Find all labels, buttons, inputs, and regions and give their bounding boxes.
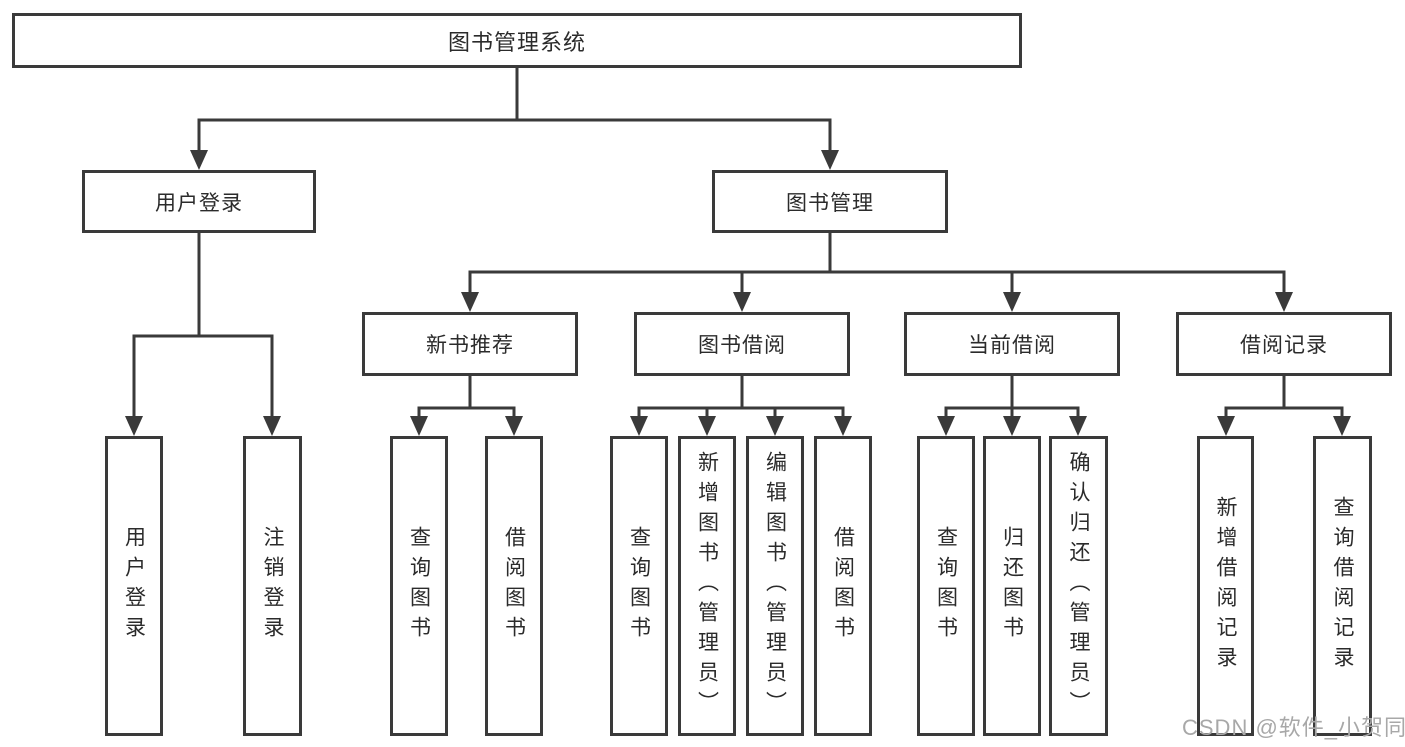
- watermark: CSDN @软件_小贺同学: [1182, 715, 1405, 740]
- node-label: 当前借阅: [968, 334, 1056, 357]
- node-label: 新增图书（管理员）: [695, 451, 719, 721]
- leaf-cb-query-books: 查询图书: [917, 436, 975, 736]
- node-label: 图书借阅: [698, 334, 786, 357]
- leaf-br-query-record: 查询借阅记录: [1313, 436, 1372, 736]
- leaf-br-add-record: 新增借阅记录: [1197, 436, 1254, 736]
- node-borrow-records: 借阅记录: [1176, 312, 1392, 376]
- node-label: 借阅图书: [502, 526, 526, 646]
- leaf-bb-add-books-admin: 新增图书（管理员）: [678, 436, 736, 736]
- leaf-logout: 注销登录: [243, 436, 302, 736]
- node-label: 用户登录: [122, 526, 146, 646]
- node-label: 借阅图书: [831, 526, 855, 646]
- node-label: 借阅记录: [1240, 334, 1328, 357]
- connector-book-borrow: [630, 376, 852, 436]
- node-label: 确认归还（管理员）: [1067, 451, 1090, 721]
- node-label: 注销登录: [261, 526, 284, 646]
- node-label: 查询图书: [934, 526, 958, 646]
- leaf-bb-edit-books-admin: 编辑图书（管理员）: [746, 436, 804, 736]
- node-label: 图书管理系统: [447, 29, 586, 55]
- node-label: 查询图书: [407, 526, 431, 646]
- node-root: 图书管理系统: [12, 13, 1022, 68]
- node-book-management: 图书管理: [712, 170, 948, 233]
- connector-user-login: [125, 233, 281, 436]
- leaf-bb-borrow-books: 借阅图书: [814, 436, 872, 736]
- connector-borrow-records: [1217, 376, 1351, 436]
- node-label: 图书管理: [786, 191, 874, 215]
- node-current-borrow: 当前借阅: [904, 312, 1120, 376]
- node-label: 新书推荐: [426, 334, 514, 357]
- connector-current-borrow: [937, 376, 1087, 436]
- node-label: 归还图书: [1000, 526, 1024, 646]
- connector-new-book-recommend: [410, 376, 523, 436]
- node-label: 查询借阅记录: [1331, 496, 1354, 676]
- node-book-borrow: 图书借阅: [634, 312, 850, 376]
- leaf-cb-confirm-return-admin: 确认归还（管理员）: [1049, 436, 1108, 736]
- node-user-login: 用户登录: [82, 170, 316, 233]
- leaf-cb-return-books: 归还图书: [983, 436, 1041, 736]
- node-label: 新增借阅记录: [1214, 496, 1237, 676]
- leaf-user-login: 用户登录: [105, 436, 163, 736]
- leaf-nbr-borrow-books: 借阅图书: [485, 436, 543, 736]
- node-new-book-recommend: 新书推荐: [362, 312, 578, 376]
- connector-root: [190, 68, 839, 170]
- node-label: 用户登录: [155, 191, 243, 215]
- connector-book-management: [461, 233, 1293, 312]
- node-label: 查询图书: [627, 526, 651, 646]
- node-label: 编辑图书（管理员）: [763, 451, 787, 721]
- leaf-nbr-query-books: 查询图书: [390, 436, 448, 736]
- leaf-bb-query-books: 查询图书: [610, 436, 668, 736]
